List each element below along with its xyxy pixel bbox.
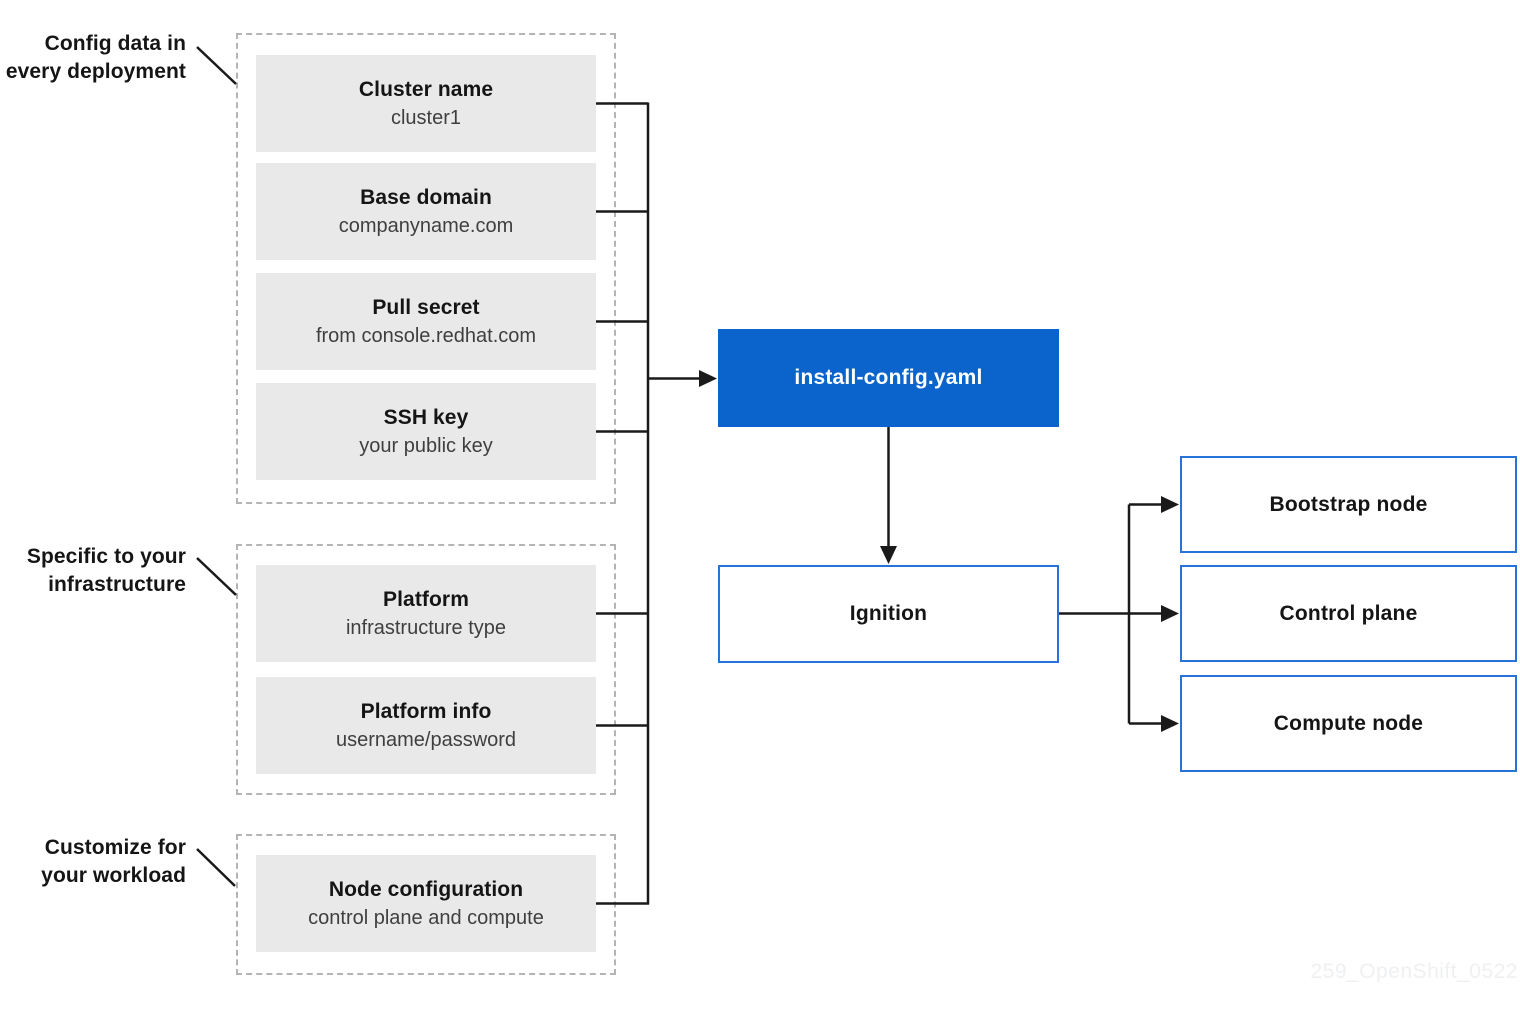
box-title: Node configuration — [328, 877, 524, 901]
arrowhead-install-config — [699, 370, 717, 387]
box-title: Cluster name — [358, 77, 494, 101]
box-base-domain: Base domain companyname.com — [256, 163, 596, 260]
node-compute: Compute node — [1180, 675, 1517, 772]
box-subtitle: your public key — [359, 434, 493, 457]
node-label: Control plane — [1279, 601, 1418, 625]
node-bootstrap: Bootstrap node — [1180, 456, 1517, 553]
annotation-line: every deployment — [5, 60, 186, 83]
box-subtitle: username/password — [335, 728, 517, 751]
annotation-line: Customize for — [44, 836, 186, 859]
node-label: Bootstrap node — [1269, 492, 1428, 516]
box-subtitle: companyname.com — [338, 214, 514, 237]
box-title: Platform — [383, 587, 469, 611]
annotation-line: Specific to your — [26, 545, 186, 568]
box-title: Pull secret — [372, 295, 480, 319]
watermark-text: 259_OpenShift_0522 — [1310, 960, 1518, 983]
node-control-plane: Control plane — [1180, 565, 1517, 662]
annotation-pointer-line — [196, 46, 237, 85]
annotation-line: infrastructure — [48, 573, 186, 596]
arrowhead-bootstrap — [1161, 496, 1179, 513]
box-cluster-name: Cluster name cluster1 — [256, 55, 596, 152]
annotation-line: your workload — [41, 864, 186, 887]
annotation-pointer-line — [196, 848, 236, 887]
ignition-box: Ignition — [718, 565, 1059, 663]
node-label: Compute node — [1273, 711, 1424, 735]
box-subtitle: control plane and compute — [308, 906, 544, 929]
box-pull-secret: Pull secret from console.redhat.com — [256, 273, 596, 370]
box-subtitle: cluster1 — [390, 106, 462, 129]
box-node-configuration: Node configuration control plane and com… — [256, 855, 596, 952]
box-label: install-config.yaml — [794, 366, 983, 389]
arrowhead-compute — [1161, 715, 1179, 732]
annotation-line: Config data in — [44, 32, 186, 55]
box-subtitle: infrastructure type — [345, 616, 507, 639]
box-ssh-key: SSH key your public key — [256, 383, 596, 480]
annotation-workload: Customize for your workload — [0, 834, 186, 890]
box-subtitle: from console.redhat.com — [315, 324, 537, 347]
box-title: Platform info — [360, 699, 492, 723]
install-config-yaml-box: install-config.yaml — [718, 329, 1059, 427]
arrowhead-control-plane — [1161, 605, 1179, 622]
box-title: SSH key — [383, 405, 469, 429]
annotation-pointer-line — [196, 557, 237, 596]
box-label: Ignition — [849, 602, 928, 625]
box-platform-info: Platform info username/password — [256, 677, 596, 774]
box-platform: Platform infrastructure type — [256, 565, 596, 662]
annotation-config-data: Config data in every deployment — [0, 30, 186, 86]
box-title: Base domain — [360, 185, 492, 209]
arrowhead-ignition — [880, 546, 897, 564]
annotation-infrastructure: Specific to your infrastructure — [0, 543, 186, 599]
